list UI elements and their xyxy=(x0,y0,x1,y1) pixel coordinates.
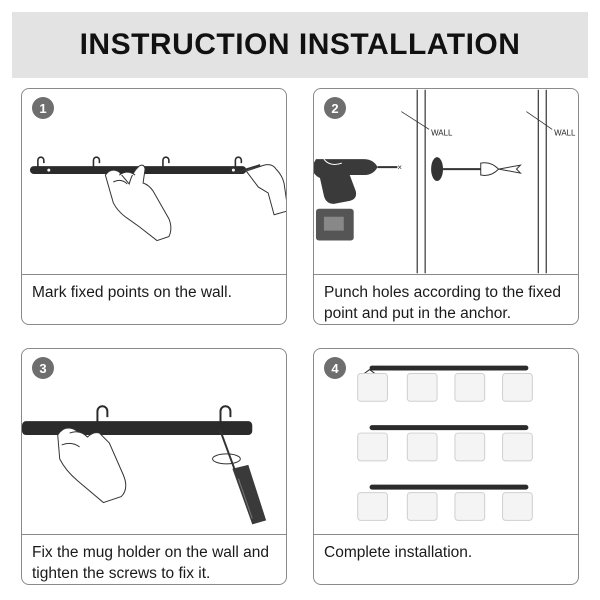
rack-row xyxy=(357,484,533,521)
step-card-2: WALL WALL × 2 Punch holes according to t… xyxy=(313,88,579,325)
anchor-icon xyxy=(431,157,522,182)
step-caption: Fix the mug holder on the wall and tight… xyxy=(32,544,269,582)
drill-icon: × xyxy=(314,158,402,241)
step-4-illustration xyxy=(357,365,533,521)
divider xyxy=(314,274,578,275)
divider xyxy=(22,534,286,535)
step-3-illustration xyxy=(22,405,267,525)
rail-hooks xyxy=(96,405,232,424)
mug-rail xyxy=(22,421,253,436)
step-1-illustration xyxy=(29,156,286,242)
step-caption: Mark fixed points on the wall. xyxy=(32,284,232,301)
step-2-illustration: WALL WALL × xyxy=(314,89,576,274)
step-number-badge: 4 xyxy=(324,357,346,379)
screwdriver-icon xyxy=(212,430,267,525)
rail-hooks xyxy=(37,156,243,170)
step-number-badge: 2 xyxy=(324,97,346,119)
step-card-4: 4 Complete installation. xyxy=(313,348,579,585)
step-number-badge: 3 xyxy=(32,357,54,379)
step-caption: Complete installation. xyxy=(324,544,473,561)
pen-hand-drawing xyxy=(234,164,286,216)
wall-lines xyxy=(416,89,547,274)
step-caption: Punch holes according to the fixed point… xyxy=(324,284,561,322)
divider xyxy=(314,534,578,535)
rack-row xyxy=(357,425,533,462)
wall-label-left: WALL xyxy=(431,128,453,137)
svg-text:×: × xyxy=(397,163,402,172)
divider xyxy=(22,274,286,275)
hand-drawing xyxy=(57,427,127,504)
step-number-badge: 1 xyxy=(32,97,54,119)
wall-label-right: WALL xyxy=(554,128,576,137)
title-banner: INSTRUCTION INSTALLATION xyxy=(12,12,588,78)
page-title: INSTRUCTION INSTALLATION xyxy=(79,28,521,61)
mug-rack-rows xyxy=(357,365,533,521)
step-card-3: 3 Fix the mug holder on the wall and tig… xyxy=(21,348,287,585)
step-card-1: 1 Mark fixed points on the wall. xyxy=(21,88,287,325)
hand-drawing xyxy=(104,164,172,242)
rack-row xyxy=(357,365,533,402)
